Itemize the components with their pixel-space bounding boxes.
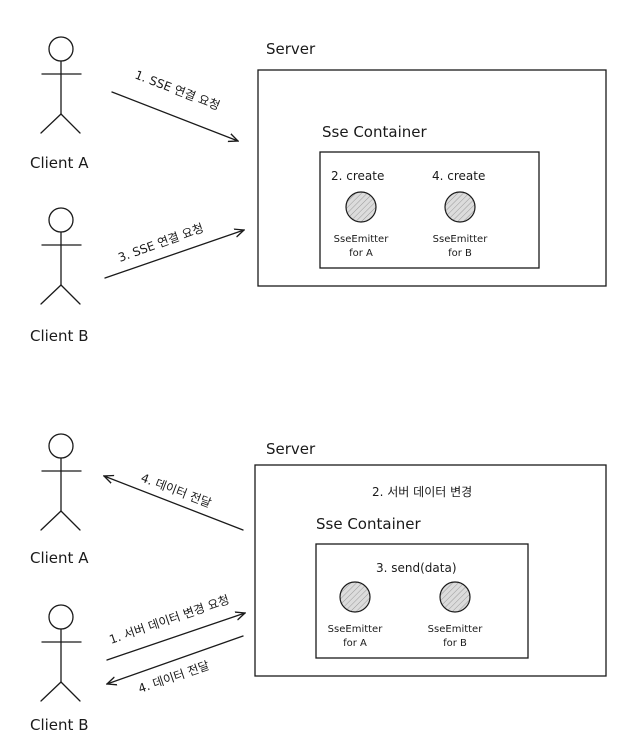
server-label: Server	[266, 40, 316, 58]
sse-container-box-bottom	[315, 543, 529, 659]
arrow-1-request-b	[106, 613, 245, 661]
client-a-label-bottom: Client A	[30, 549, 89, 567]
server-label-bottom: Server	[266, 440, 316, 458]
client-a-label: Client A	[30, 154, 89, 172]
client-b-label-bottom: Client B	[30, 716, 88, 734]
emitter-b-icon	[444, 191, 476, 223]
emitter-a-icon-bottom	[339, 581, 371, 613]
emitter-b-line1-bottom: SseEmitter	[428, 624, 484, 635]
server-box-bottom	[254, 464, 607, 677]
arrow-4-to-b-label: 4. 데이터 전달	[136, 658, 211, 695]
bottom-diagram: Client A Client B 4. 데이터 전달 1. 서버 데이터 변경…	[30, 433, 607, 734]
client-b-label: Client B	[30, 327, 88, 345]
arrow-4-deliver-b	[107, 635, 244, 684]
sse-container-box	[319, 151, 540, 269]
emitter-a-line2-bottom: for A	[343, 638, 367, 649]
emitter-b-line1: SseEmitter	[433, 234, 489, 245]
create-b-label: 4. create	[432, 169, 485, 183]
client-a-actor-icon-bottom	[40, 433, 82, 531]
container-label: Sse Container	[322, 123, 427, 141]
container-label-bottom: Sse Container	[316, 515, 421, 533]
send-data-label: 3. send(data)	[376, 561, 457, 575]
emitter-a-line1-bottom: SseEmitter	[328, 624, 384, 635]
client-b-actor-icon	[40, 207, 82, 305]
emitter-b-icon-bottom	[439, 581, 471, 613]
client-a-actor-icon	[40, 36, 82, 134]
arrow-4-deliver-a	[104, 476, 244, 531]
emitter-b-line2-bottom: for B	[443, 638, 467, 649]
client-b-actor-icon-bottom	[40, 604, 82, 702]
arrow-1-connect-a	[111, 91, 238, 141]
emitter-a-line1: SseEmitter	[334, 234, 390, 245]
emitter-b-line2: for B	[448, 248, 472, 259]
arrow-3-connect-b	[104, 230, 244, 279]
arrow-1-label: 1. SSE 연결 요청	[133, 68, 222, 113]
server-change-label: 2. 서버 데이터 변경	[372, 485, 472, 499]
top-diagram: Client A Client B 1. SSE 연결 요청 3. SSE 연결…	[30, 36, 607, 345]
emitter-a-icon	[345, 191, 377, 223]
server-box	[257, 69, 607, 287]
create-a-label: 2. create	[331, 169, 384, 183]
emitter-a-line2: for A	[349, 248, 373, 259]
